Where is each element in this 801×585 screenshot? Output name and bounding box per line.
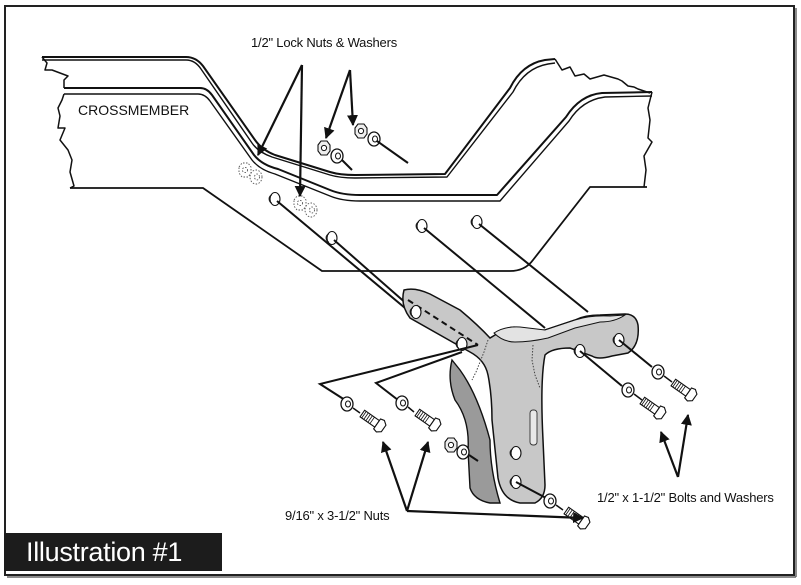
crossmember-top-edge-inner — [42, 59, 556, 179]
bolt-leader-lines-right — [579, 339, 653, 387]
bolt-set-bottom — [543, 493, 593, 532]
bolts-label: 1/2" x 1-1/2" Bolts and Washers — [597, 490, 774, 505]
bolt-leader-line-bottom — [515, 481, 547, 499]
crossmember-mid-edge-inner — [64, 93, 653, 202]
lock-nut-upper-left — [317, 140, 353, 171]
bolt-set-left-1 — [340, 396, 389, 435]
callout-arrows-lock-nuts — [257, 64, 358, 198]
figure-caption: Illustration #1 — [4, 533, 222, 571]
crossmember-torn-edge-left — [41, 56, 75, 189]
bracket-weld-left — [471, 339, 489, 381]
bracket-weld-right — [531, 344, 541, 389]
crossmember — [41, 56, 653, 272]
bracket-top-flange — [493, 314, 627, 343]
bolt-set-right-2 — [651, 364, 700, 404]
bracket-stamp — [529, 409, 538, 446]
callout-arrows-nuts — [381, 440, 585, 524]
mounting-bracket — [402, 288, 640, 504]
crossmember-label: CROSSMEMBER — [78, 102, 190, 118]
nuts-label: 9/16" x 3-1/2" Nuts — [285, 508, 390, 523]
lock-nuts-label: 1/2" Lock Nuts & Washers — [251, 35, 398, 50]
crossmember-mid-edge — [64, 87, 653, 196]
alignment-lines — [276, 200, 589, 329]
bolt-leader-lines-left — [317, 344, 479, 401]
lock-nut-stud-upper-right — [376, 140, 409, 164]
callout-arrows-bolts — [659, 413, 692, 478]
bolt-set-left-2 — [395, 395, 444, 434]
bolt-set-right-1 — [621, 382, 669, 422]
figure-frame — [4, 5, 795, 576]
crossmember-torn-edge-top — [554, 58, 651, 94]
crossmember-top-edge — [42, 56, 556, 176]
crossmember-torn-edge-right — [643, 91, 653, 188]
crossmember-bottom-edge — [70, 186, 647, 272]
lock-nut-bracket — [444, 437, 479, 462]
bracket-back-plate — [449, 358, 501, 504]
